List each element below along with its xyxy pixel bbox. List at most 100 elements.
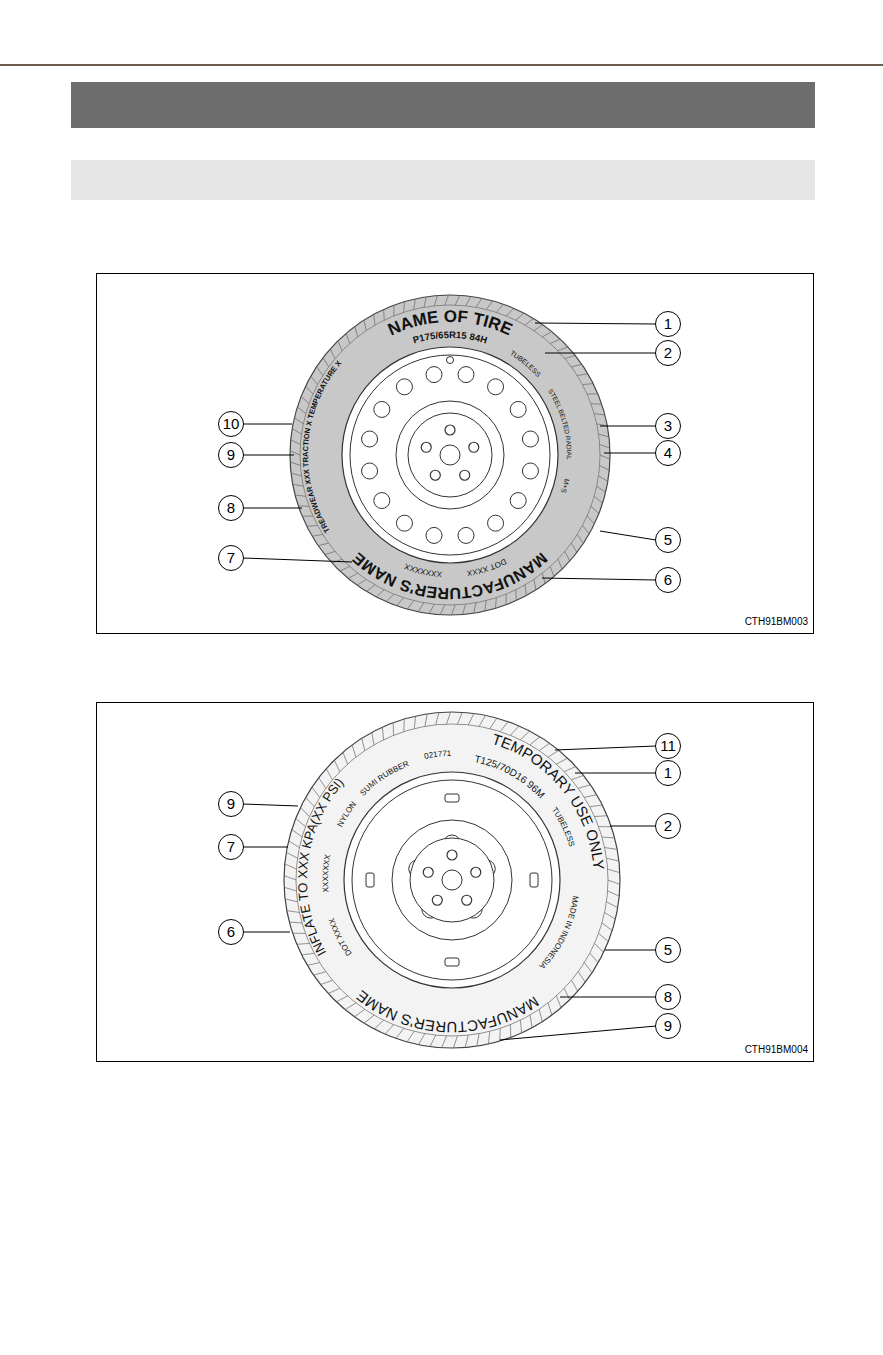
tread-groove [297,407,305,414]
tread-groove [294,418,303,424]
tread-groove [525,319,534,326]
tread-groove [602,923,612,931]
leader-line [500,1026,656,1040]
tread-groove [418,603,424,612]
leader-line [604,453,656,454]
tread-groove [311,376,318,384]
callout-number: 9 [218,442,244,468]
tread-groove [285,864,297,869]
tread-groove [407,601,413,610]
wheel-hole [374,401,390,417]
tread-groove [466,296,471,305]
leader-line [560,997,656,998]
tire-outline [290,295,610,615]
wheel-slot [445,794,459,802]
valve-stem [447,357,454,364]
sidewall-marking: MANUFACTURER'S NAME [353,987,542,1036]
wheel-rim [344,772,560,988]
sidewall-marking: XXXXXXX [321,853,333,893]
tread-edge [300,305,600,605]
tread-groove [430,1035,436,1046]
tread-groove [323,358,329,367]
tread-groove [510,726,519,735]
tread-groove [292,829,302,837]
tread-groove [606,858,618,861]
tread-groove [591,506,599,513]
tread-groove [286,852,297,858]
tread-groove [506,308,514,316]
callout-number: 8 [655,984,681,1010]
tread-groove [374,314,375,325]
tread-groove [445,295,449,305]
wheel-hole [374,493,390,509]
tread-groove [495,598,497,609]
tread-groove [550,339,560,344]
top-rule [0,64,883,66]
tread-groove [414,716,415,729]
tread-groove [578,972,585,983]
callout-number: 1 [655,760,681,786]
tread-groove [597,486,606,492]
wheel-hole [458,527,474,543]
tread-groove [490,718,497,729]
leader-line [243,424,292,425]
leader-line [243,455,294,456]
leader-line [575,773,656,774]
tread-groove [600,455,610,459]
callout-number: 1 [655,311,681,337]
tread-groove [325,551,335,554]
wheel-hole [522,463,538,479]
tread-groove [348,573,357,578]
tread-groove [425,714,427,727]
lug-nut [460,470,470,480]
tread-groove [447,712,451,724]
wheel-hole [488,379,504,395]
tread-groove [602,837,615,839]
subsection-header-bar [71,160,815,200]
tread-groove [290,462,300,465]
tread-groove [516,313,524,320]
wheel-slot [530,873,538,887]
callout-number: 8 [218,495,244,521]
wheel-hub [410,838,494,922]
tread-groove [352,745,356,757]
tread-groove [434,295,437,305]
lug-nut [471,867,481,877]
tread-groove [572,775,584,779]
tread-groove [530,1015,532,1028]
tread-groove [608,880,620,884]
callout-number: 7 [218,545,244,571]
tread-groove [453,1036,457,1048]
callout-number: 2 [655,813,681,839]
tread-groove [287,911,300,913]
tread-groove [590,805,603,807]
callout-number: 9 [655,1013,681,1039]
tread-groove [302,516,313,517]
tread-groove [534,325,543,331]
sidewall-marking: MADE IN INDONESIA [537,895,580,971]
wheel-hole [396,515,412,531]
tread-groove [345,1003,356,1010]
tread-groove [595,815,608,817]
leader-line [545,353,656,354]
callout-number: 2 [655,340,681,366]
center-bore [440,445,460,465]
tread-groove [488,1031,489,1044]
wheel-hole [362,463,378,479]
tread-groove [605,848,618,850]
lug-nut [423,867,433,877]
tread-groove [317,367,323,376]
lug-nut [421,442,431,452]
tread-groove [289,841,300,848]
section-header-bar [71,82,815,128]
leader-line [243,508,302,509]
tread-edge [296,724,608,1036]
tread-groove [403,302,405,313]
sidewall-marking: DOT XXXX [327,916,354,957]
tread-groove [307,525,318,527]
tread-groove [346,333,350,343]
lug-nut [430,470,440,480]
tread-groove [383,309,385,320]
tread-groove [564,988,570,999]
